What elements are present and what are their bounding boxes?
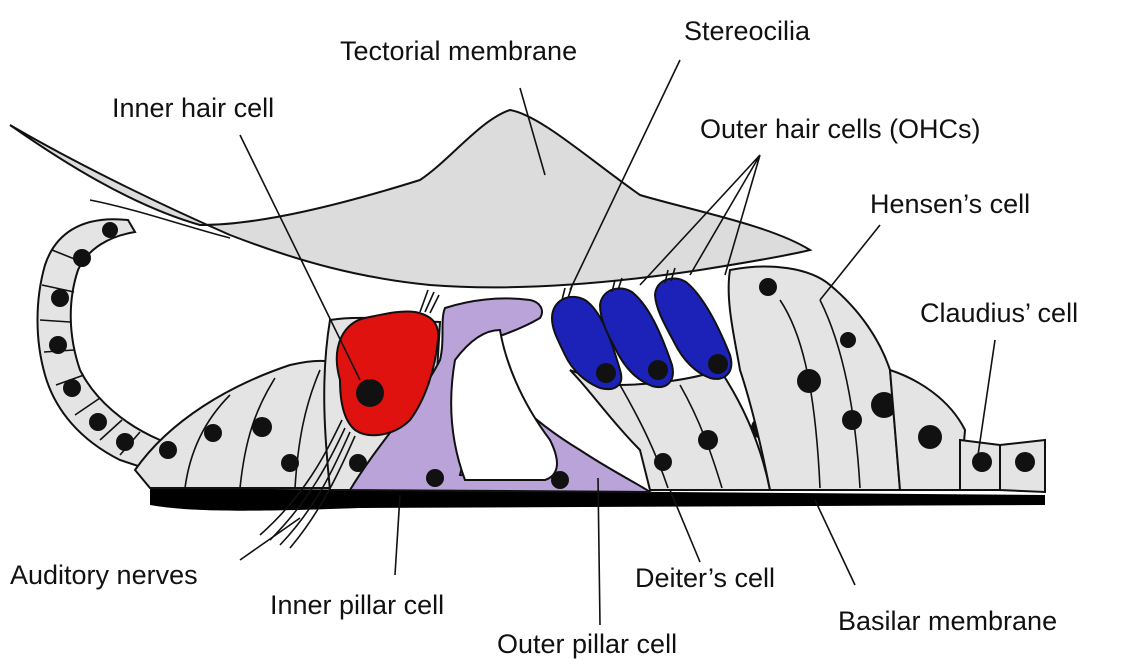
label-claudius-cell: Claudius’ cell: [920, 298, 1078, 328]
tectorial-membrane: [10, 110, 810, 287]
label-tectorial-membrane: Tectorial membrane: [340, 36, 577, 66]
label-deiters-cell: Deiter’s cell: [635, 563, 775, 593]
ihc-stereocilia: [420, 290, 439, 313]
outer-hair-cells: [552, 268, 731, 389]
claudius-cells: [890, 370, 1045, 492]
label-basilar-membrane: Basilar membrane: [838, 606, 1057, 636]
inner-sulcus-cells: [38, 219, 161, 470]
inner-border-cells: [135, 361, 345, 488]
label-outer-hair-cells: Outer hair cells (OHCs): [700, 114, 981, 144]
tunnel-of-corti: [451, 330, 557, 480]
label-hensens-cell: Hensen’s cell: [870, 189, 1030, 219]
label-inner-pillar-cell: Inner pillar cell: [270, 590, 444, 620]
label-outer-pillar-cell: Outer pillar cell: [497, 629, 677, 659]
label-inner-hair-cell: Inner hair cell: [112, 93, 274, 123]
label-auditory-nerves: Auditory nerves: [10, 560, 198, 590]
label-stereocilia: Stereocilia: [684, 16, 811, 46]
